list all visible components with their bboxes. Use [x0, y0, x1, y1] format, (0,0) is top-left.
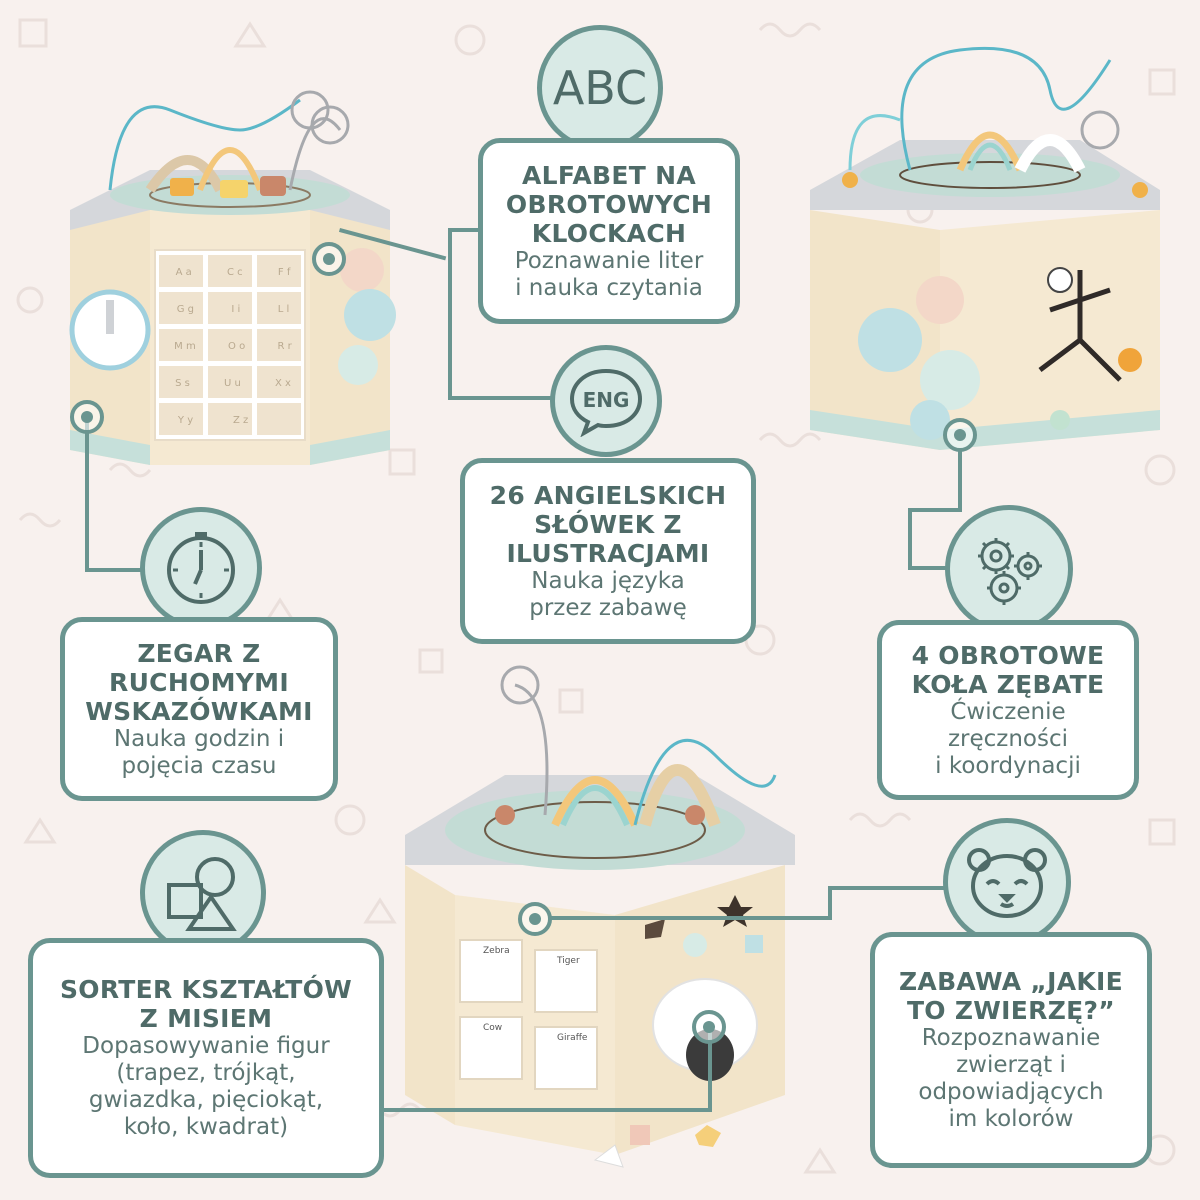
- animal-card-label-cow: Cow: [483, 1023, 503, 1033]
- feature-animals-desc-1: Rozpoznawanie: [921, 1025, 1101, 1051]
- connector-line: [958, 448, 962, 510]
- feature-english-title-3: ILUSTRACJAMI: [506, 538, 710, 568]
- feature-clock-box: ZEGAR Z RUCHOMYMI WSKAZÓWKAMI Nauka godz…: [60, 617, 338, 801]
- connector-dot: [70, 400, 104, 434]
- connector-line: [708, 1030, 712, 1110]
- connector-dot: [943, 418, 977, 452]
- feature-alphabet-title-3: KLOCKACH: [531, 218, 687, 248]
- feature-gears-desc-3: i koordynacji: [935, 752, 1081, 779]
- panda-icon: [967, 848, 1047, 918]
- connector-dot: [312, 242, 346, 276]
- connector-line: [448, 228, 452, 398]
- alphabet-block: I i: [231, 304, 241, 315]
- feature-clock-title-3: WSKAZÓWKAMI: [85, 696, 313, 726]
- connector-line: [448, 228, 482, 232]
- toy-cube-side-view: [810, 46, 1160, 450]
- alphabet-block-labels: A a C c F f G g I i L l M m O o R r S s …: [158, 254, 308, 439]
- alphabet-block: R r: [277, 341, 292, 352]
- feature-sorter-box: SORTER KSZTAŁTÓW Z MISIEM Dopasowywanie …: [28, 938, 384, 1178]
- connector-line: [380, 1108, 712, 1112]
- feature-english-desc-2: przez zabawę: [529, 594, 687, 621]
- feature-sorter-desc-4: koło, kwadrat): [123, 1114, 289, 1140]
- feature-gears-box: 4 OBROTOWE KOŁA ZĘBATE Ćwiczenie zręczno…: [877, 620, 1139, 800]
- connector-dot: [518, 902, 552, 936]
- feature-alphabet-box: ALFABET NA OBROTOWYCH KLOCKACH Poznawani…: [478, 138, 740, 324]
- alphabet-block: S s: [175, 378, 190, 389]
- alphabet-block: X x: [274, 378, 291, 389]
- feature-clock-title-1: ZEGAR Z: [137, 638, 261, 668]
- feature-sorter-desc-2: (trapez, trójkąt,: [116, 1060, 296, 1086]
- connector-line: [908, 508, 912, 568]
- feature-alphabet-desc-2: i nauka czytania: [515, 274, 703, 301]
- feature-clock-desc-2: pojęcia czasu: [121, 752, 277, 779]
- feature-english-title-2: SŁÓWEK Z: [534, 509, 682, 539]
- connector-line: [828, 886, 958, 890]
- alphabet-row: G g I i L l: [158, 291, 308, 328]
- clock-badge: [140, 507, 262, 629]
- panda-badge: [943, 818, 1071, 946]
- abc-badge: ABC: [537, 25, 663, 151]
- feature-clock-desc-1: Nauka godzin i: [113, 725, 285, 752]
- feature-sorter-title-1: SORTER KSZTAŁTÓW: [59, 975, 353, 1004]
- connector-dot: [692, 1010, 726, 1044]
- gears-icon: [978, 538, 1042, 605]
- alphabet-block: C c: [227, 267, 243, 278]
- connector-line: [908, 508, 962, 512]
- feature-sorter-desc-3: gwiazdka, pięciokąt,: [88, 1087, 324, 1113]
- gears-badge: [945, 505, 1073, 633]
- eng-badge-label: ENG: [582, 388, 630, 412]
- alphabet-block: Z z: [232, 415, 249, 426]
- alphabet-block: L l: [277, 304, 290, 315]
- feature-animals-desc-2: zwierząt i: [956, 1052, 1066, 1078]
- feature-sorter-desc-1: Dopasowywanie figur: [82, 1033, 330, 1059]
- connector-line: [828, 886, 832, 920]
- feature-animals-desc-4: im kolorów: [948, 1106, 1074, 1132]
- alphabet-block: Y y: [177, 415, 194, 426]
- abc-badge-label: ABC: [552, 61, 648, 115]
- animal-card-label-zebra: Zebra: [483, 946, 510, 956]
- connector-line: [550, 916, 830, 920]
- feature-sorter-title-2: Z MISIEM: [139, 1004, 273, 1033]
- feature-gears-desc-1: Ćwiczenie: [950, 698, 1066, 725]
- alphabet-block: O o: [228, 341, 246, 352]
- feature-gears-desc-2: zręczności: [947, 725, 1069, 752]
- alphabet-row: S s U u X x: [158, 365, 308, 402]
- feature-english-box: 26 ANGIELSKICH SŁÓWEK Z ILUSTRACJAMI Nau…: [460, 458, 756, 644]
- feature-animals-box: ZABAWA „JAKIE TO ZWIERZĘ?” Rozpoznawanie…: [870, 932, 1152, 1168]
- feature-animals-title-1: ZABAWA „JAKIE: [899, 967, 1123, 996]
- connector-line: [448, 396, 558, 400]
- feature-clock-title-2: RUCHOMYMI: [109, 667, 289, 697]
- feature-animals-title-2: TO ZWIERZĘ?”: [906, 996, 1116, 1025]
- connector-line: [908, 566, 948, 570]
- feature-gears-title-2: KOŁA ZĘBATE: [911, 669, 1105, 699]
- eng-badge: ENG: [550, 345, 662, 457]
- feature-animals-desc-3: odpowiadjących: [918, 1079, 1104, 1105]
- shapes-icon: [167, 857, 237, 931]
- toy-cube-front-view: [69, 90, 396, 465]
- alphabet-block: G g: [176, 304, 194, 315]
- connector-line: [85, 568, 155, 572]
- feature-alphabet-title-1: ALFABET NA: [522, 160, 696, 190]
- animal-card-label-tiger: Tiger: [557, 956, 580, 966]
- connector-line: [85, 418, 89, 570]
- feature-english-title-1: 26 ANGIELSKICH: [489, 480, 727, 510]
- alphabet-row: A a C c F f: [158, 254, 308, 291]
- alphabet-row: M m O o R r: [158, 328, 308, 365]
- feature-gears-title-1: 4 OBROTOWE: [911, 640, 1105, 670]
- toy-cube-sorter-view: [405, 665, 795, 1168]
- speech-bubble-icon: [569, 368, 643, 437]
- alphabet-row: Y y Z z: [158, 402, 308, 439]
- alphabet-block: M m: [174, 341, 196, 352]
- clock-icon: [167, 532, 235, 604]
- alphabet-block: U u: [223, 378, 241, 389]
- animal-card-label-giraffe: Giraffe: [557, 1033, 588, 1043]
- alphabet-block: F f: [277, 267, 291, 278]
- feature-alphabet-desc-1: Poznawanie liter: [514, 247, 704, 274]
- feature-alphabet-title-2: OBROTOWYCH: [505, 189, 713, 219]
- alphabet-block: A a: [175, 267, 192, 278]
- feature-english-desc-1: Nauka języka: [531, 567, 685, 594]
